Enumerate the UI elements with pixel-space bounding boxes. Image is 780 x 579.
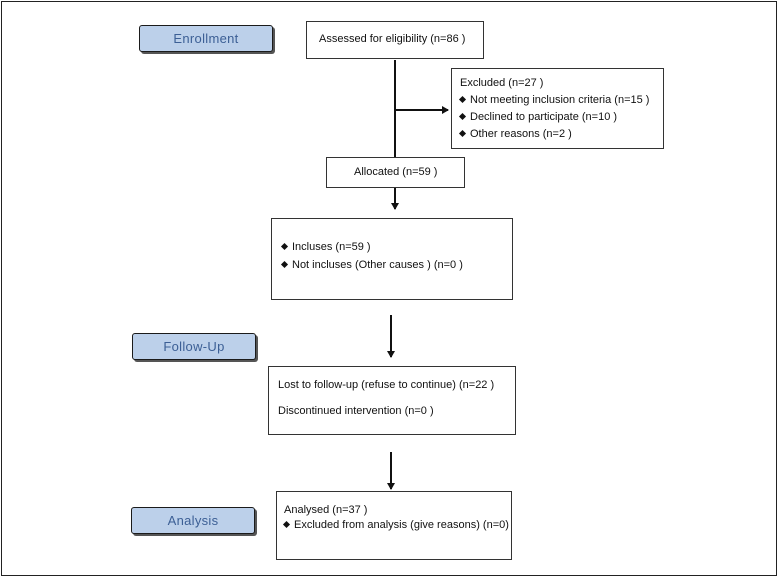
box-assessed-for-eligibility: Assessed for eligibility (n=86 ) [306, 21, 484, 59]
bullet-icon [282, 520, 291, 529]
box-inclusion: Incluses (n=59 ) Not incluses (Other cau… [271, 218, 513, 300]
excluded-item: Other reasons (n=2 ) [458, 126, 663, 143]
box-excluded: Excluded (n=27 ) Not meeting inclusion c… [451, 68, 664, 149]
assessed-label: Assessed for eligibility (n=86 ) [319, 33, 466, 45]
excluded-title: Excluded (n=27 ) [460, 77, 544, 89]
bullet-icon [280, 260, 289, 269]
stage-analysis: Analysis [131, 507, 255, 534]
bullet-icon [280, 242, 289, 251]
excluded-item: Not meeting inclusion criteria (n=15 ) [458, 92, 663, 109]
inclusion-item: Incluses (n=59 ) [280, 239, 512, 256]
excluded-item: Declined to participate (n=10 ) [458, 109, 663, 126]
box-allocated: Allocated (n=59 ) [326, 157, 465, 188]
stage-enrollment: Enrollment [139, 25, 273, 52]
analysed-title: Analysed (n=37 ) [284, 504, 368, 516]
box-analysed: Analysed (n=37 ) Excluded from analysis … [276, 491, 512, 560]
analysed-item: Excluded from analysis (give reasons) (n… [282, 517, 511, 534]
discontinued-intervention: Discontinued intervention (n=0 ) [278, 405, 434, 417]
bullet-icon [458, 129, 467, 138]
stage-follow-up: Follow-Up [132, 333, 256, 360]
allocated-label: Allocated (n=59 ) [354, 166, 438, 178]
lost-to-follow-up: Lost to follow-up (refuse to continue) (… [278, 379, 495, 391]
box-follow-up: Lost to follow-up (refuse to continue) (… [268, 366, 516, 435]
inclusion-item: Not incluses (Other causes ) (n=0 ) [280, 257, 512, 274]
bullet-icon [458, 112, 467, 121]
bullet-icon [458, 95, 467, 104]
